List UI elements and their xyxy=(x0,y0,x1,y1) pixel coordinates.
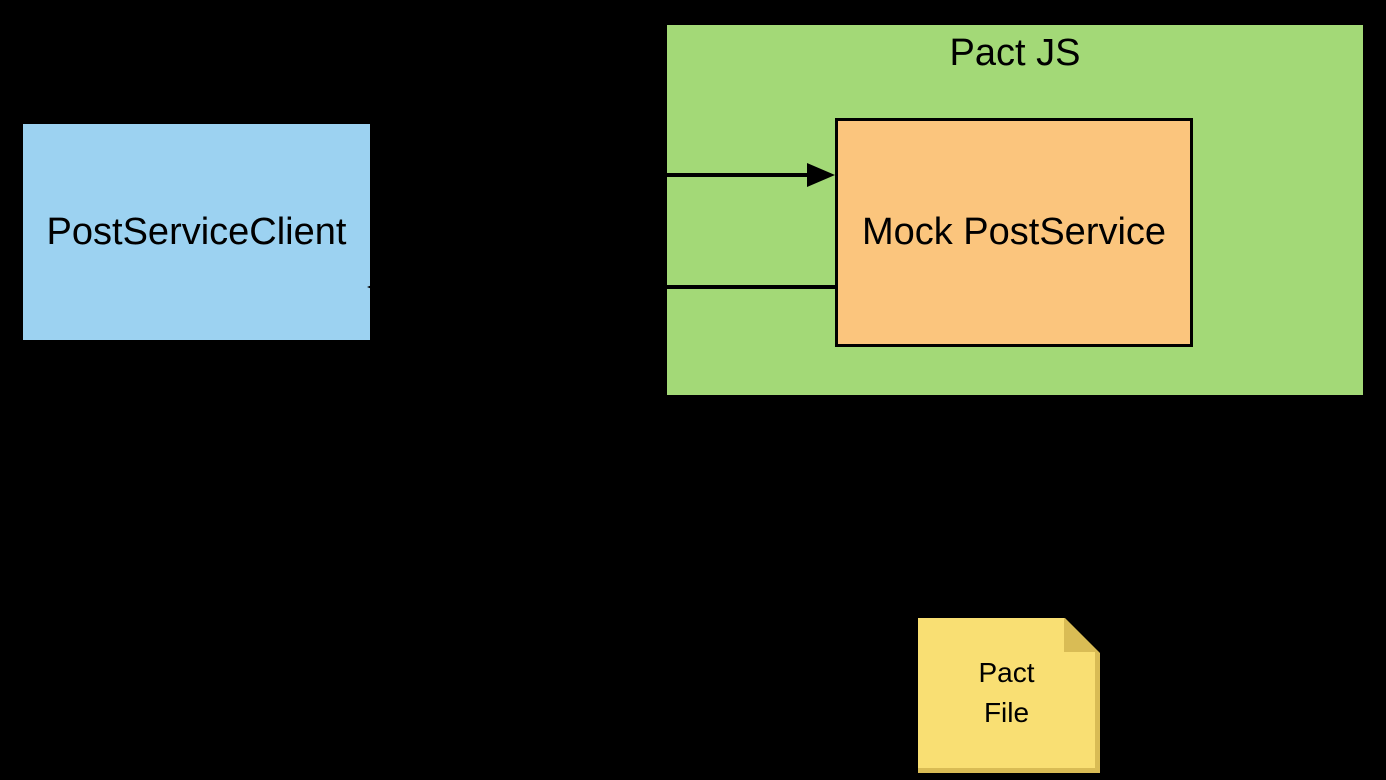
consumer-label: PostServiceClient xyxy=(46,210,347,253)
response-arrow-line xyxy=(390,285,838,289)
mock-postservice-label: Mock PostService xyxy=(861,211,1167,253)
consumer-box: PostServiceClient xyxy=(21,122,372,342)
request-arrowhead-right-icon xyxy=(807,163,835,187)
pact-file-note: Pact File xyxy=(918,618,1100,773)
note-body-shape xyxy=(918,618,1095,768)
mock-postservice-box: Mock PostService xyxy=(835,118,1193,347)
pact-js-title: Pact JS xyxy=(949,32,1081,74)
request-arrow-line xyxy=(372,173,809,177)
pact-file-label-line2: File xyxy=(983,697,1030,728)
pact-file-label: Pact File xyxy=(918,618,1095,768)
pact-file-label-line1: Pact xyxy=(978,657,1035,688)
response-arrowhead-left-icon xyxy=(367,277,392,297)
note-shape xyxy=(918,618,1100,773)
